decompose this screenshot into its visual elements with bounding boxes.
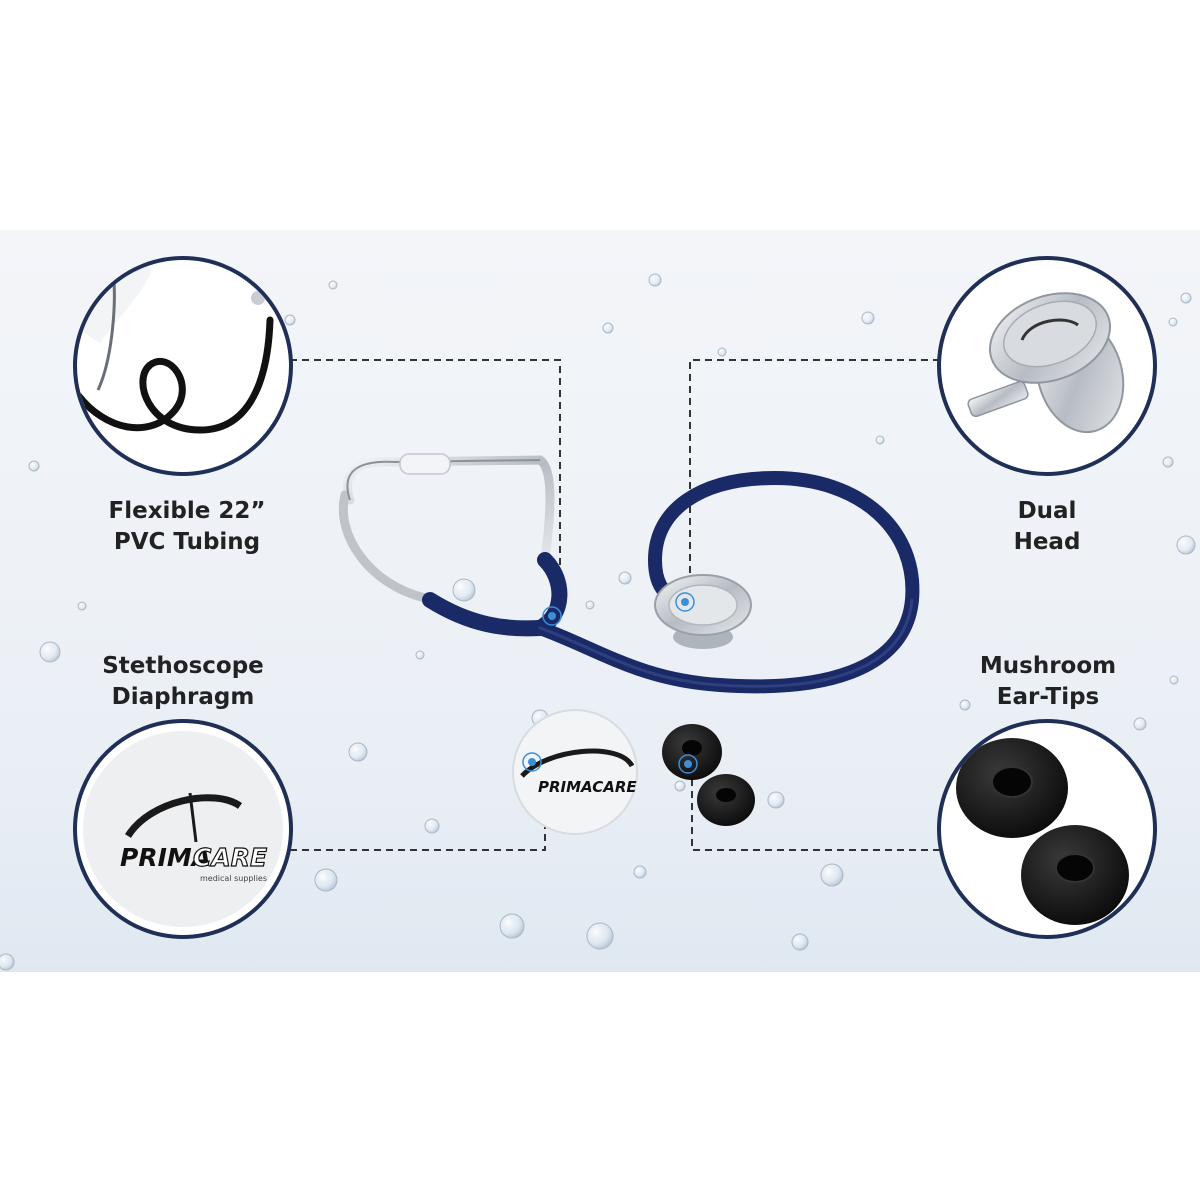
water-bubble [1133,717,1147,731]
water-bubble [861,311,875,325]
water-bubble [767,791,785,809]
water-bubble [1168,317,1178,327]
water-bubble [820,863,844,887]
callout-line-diaphragm [290,770,546,851]
brand-name-right: CARE [193,843,267,872]
label-dual-head-line1: Dual [1017,498,1077,524]
label-ear-tips-line1: Mushroom [979,653,1117,679]
water-bubble [424,818,440,834]
label-tubing: Flexible 22” PVC Tubing [67,496,307,558]
water-bubble [0,953,15,971]
diaphragm-closeup: PRIMA CARE medical supplies [73,719,293,939]
brand-mark-small: PRIMACARE [538,778,637,796]
callout-line-tubing [290,359,561,612]
water-bubble [648,273,662,287]
water-bubble [1162,456,1174,468]
water-bubble [39,641,61,663]
brand-name-left: PRIMA [120,843,211,872]
water-bubble [618,571,632,585]
tubing-closeup [73,256,293,476]
stethoscope [338,453,920,694]
water-bubble [415,650,425,660]
water-bubble [77,601,87,611]
hotspot-icon[interactable] [675,592,695,612]
water-bubble [586,922,614,950]
label-tubing-line2: PVC Tubing [113,529,261,555]
water-bubble [959,699,971,711]
label-ear-tips: Mushroom Ear-Tips [928,651,1168,713]
water-bubble [602,322,614,334]
water-bubble [875,435,885,445]
water-bubble [328,280,338,290]
water-bubbles [0,273,1196,971]
water-bubble [717,347,727,357]
water-bubble [585,600,595,610]
water-bubble [1169,675,1179,685]
label-diaphragm: Stethoscope Diaphragm [63,651,303,713]
water-bubble [452,578,476,602]
hotspot-icon[interactable] [522,752,542,772]
callout-line-eartips [691,765,940,851]
hotspot-icon[interactable] [542,606,562,626]
water-bubble [348,742,368,762]
water-bubble [28,460,40,472]
water-bubble [284,314,296,326]
callout-lines [290,359,940,851]
diaphragm-small: PRIMACARE [512,709,638,835]
ear-tips-small [662,724,755,826]
dual-head-closeup [937,256,1157,476]
water-bubble [633,865,647,879]
water-bubble [1176,535,1196,555]
label-dual-head-line2: Head [1013,529,1081,555]
label-tubing-line1: Flexible 22” [108,498,266,524]
ear-tips-closeup [937,719,1157,939]
water-bubble [1180,292,1192,304]
water-bubble [499,913,525,939]
label-dual-head: Dual Head [927,496,1167,558]
brand-tagline: medical supplies [200,874,267,883]
label-diaphragm-line1: Stethoscope [102,653,264,679]
hotspot-icon[interactable] [678,754,698,774]
label-diaphragm-line2: Diaphragm [111,684,255,710]
water-bubble [314,868,338,892]
water-bubble [674,780,686,792]
label-ear-tips-line2: Ear-Tips [996,684,1100,710]
water-bubble [791,933,809,951]
